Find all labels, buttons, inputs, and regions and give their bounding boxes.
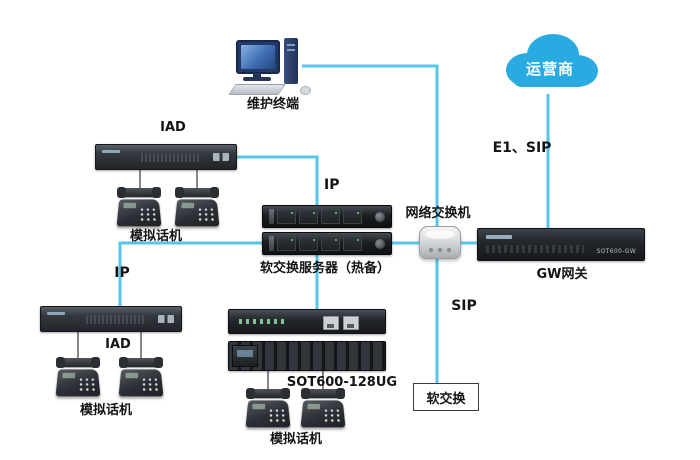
iad-top-label: IAD	[160, 120, 186, 135]
gateway-vents	[486, 245, 584, 253]
phone-handset	[56, 357, 100, 368]
phone-handset	[119, 357, 163, 368]
gateway-brand-mark	[486, 235, 512, 239]
iad-top-device	[95, 144, 237, 170]
softswitch-tag-box: 软交换	[413, 383, 479, 411]
maintenance-terminal-label: 维护终端	[246, 97, 299, 112]
carrier-cloud: 运营商	[498, 28, 602, 98]
e1-sip-label: E1、SIP	[492, 140, 552, 156]
mouse-icon	[300, 86, 311, 95]
softswitch-server-2	[262, 232, 392, 255]
phone-handset	[301, 388, 345, 399]
gw-gateway-device: SOT600-GW	[477, 228, 645, 261]
iad-bottom-device	[40, 306, 182, 332]
ip-top-label: IP	[324, 177, 340, 193]
network-switch-device	[419, 226, 461, 259]
phones-left-label: 模拟话机	[79, 403, 132, 418]
analog-phone-icon	[55, 357, 101, 398]
link-iad-top-to-servers	[237, 155, 319, 208]
sip-label: SIP	[451, 298, 477, 314]
monitor-icon	[236, 40, 280, 74]
sot600-panel	[232, 345, 258, 367]
sot600-unit-1	[228, 309, 386, 334]
monitor-stand	[253, 73, 261, 78]
monitor-base	[243, 77, 271, 81]
link-terminal-to-switch	[302, 64, 439, 232]
cloud-icon	[506, 34, 598, 87]
analog-phone-icon	[174, 187, 220, 228]
phone-handset	[175, 187, 219, 198]
ethernet-port-icon	[323, 315, 339, 330]
keyboard-icon	[228, 84, 286, 95]
analog-phone-icon	[245, 388, 291, 429]
link-servers-to-iad-bottom	[118, 241, 263, 308]
sot600-unit-2	[228, 341, 386, 371]
sot600-label: SOT600-128UG	[286, 375, 398, 390]
analog-phone-icon	[300, 388, 346, 429]
phone-handset	[246, 388, 290, 399]
iad-brand-mark	[47, 312, 65, 315]
gw-gateway-label: GW网关	[536, 267, 588, 282]
maintenance-terminal	[228, 38, 314, 96]
ethernet-port-icon	[343, 315, 359, 330]
carrier-label: 运营商	[525, 60, 574, 78]
analog-phone-icon	[116, 187, 162, 228]
sot600-leds	[239, 319, 285, 325]
phones-top-label: 模拟话机	[129, 229, 182, 244]
ip-left-label: IP	[114, 265, 130, 281]
softswitch-servers-label: 软交换服务器（热备）	[259, 261, 390, 276]
network-switch-label: 网络交换机	[405, 206, 471, 221]
phone-handset	[117, 187, 161, 198]
softswitch-tag-label: 软交换	[426, 391, 466, 407]
computer-tower-icon	[284, 38, 298, 84]
gateway-model-text: SOT600-GW	[596, 248, 636, 255]
phones-bottom-label: 模拟话机	[269, 432, 322, 447]
iad-bottom-label: IAD	[105, 337, 131, 352]
softswitch-server-1	[262, 205, 392, 228]
analog-phone-icon	[118, 357, 164, 398]
iad-brand-mark	[102, 150, 120, 153]
